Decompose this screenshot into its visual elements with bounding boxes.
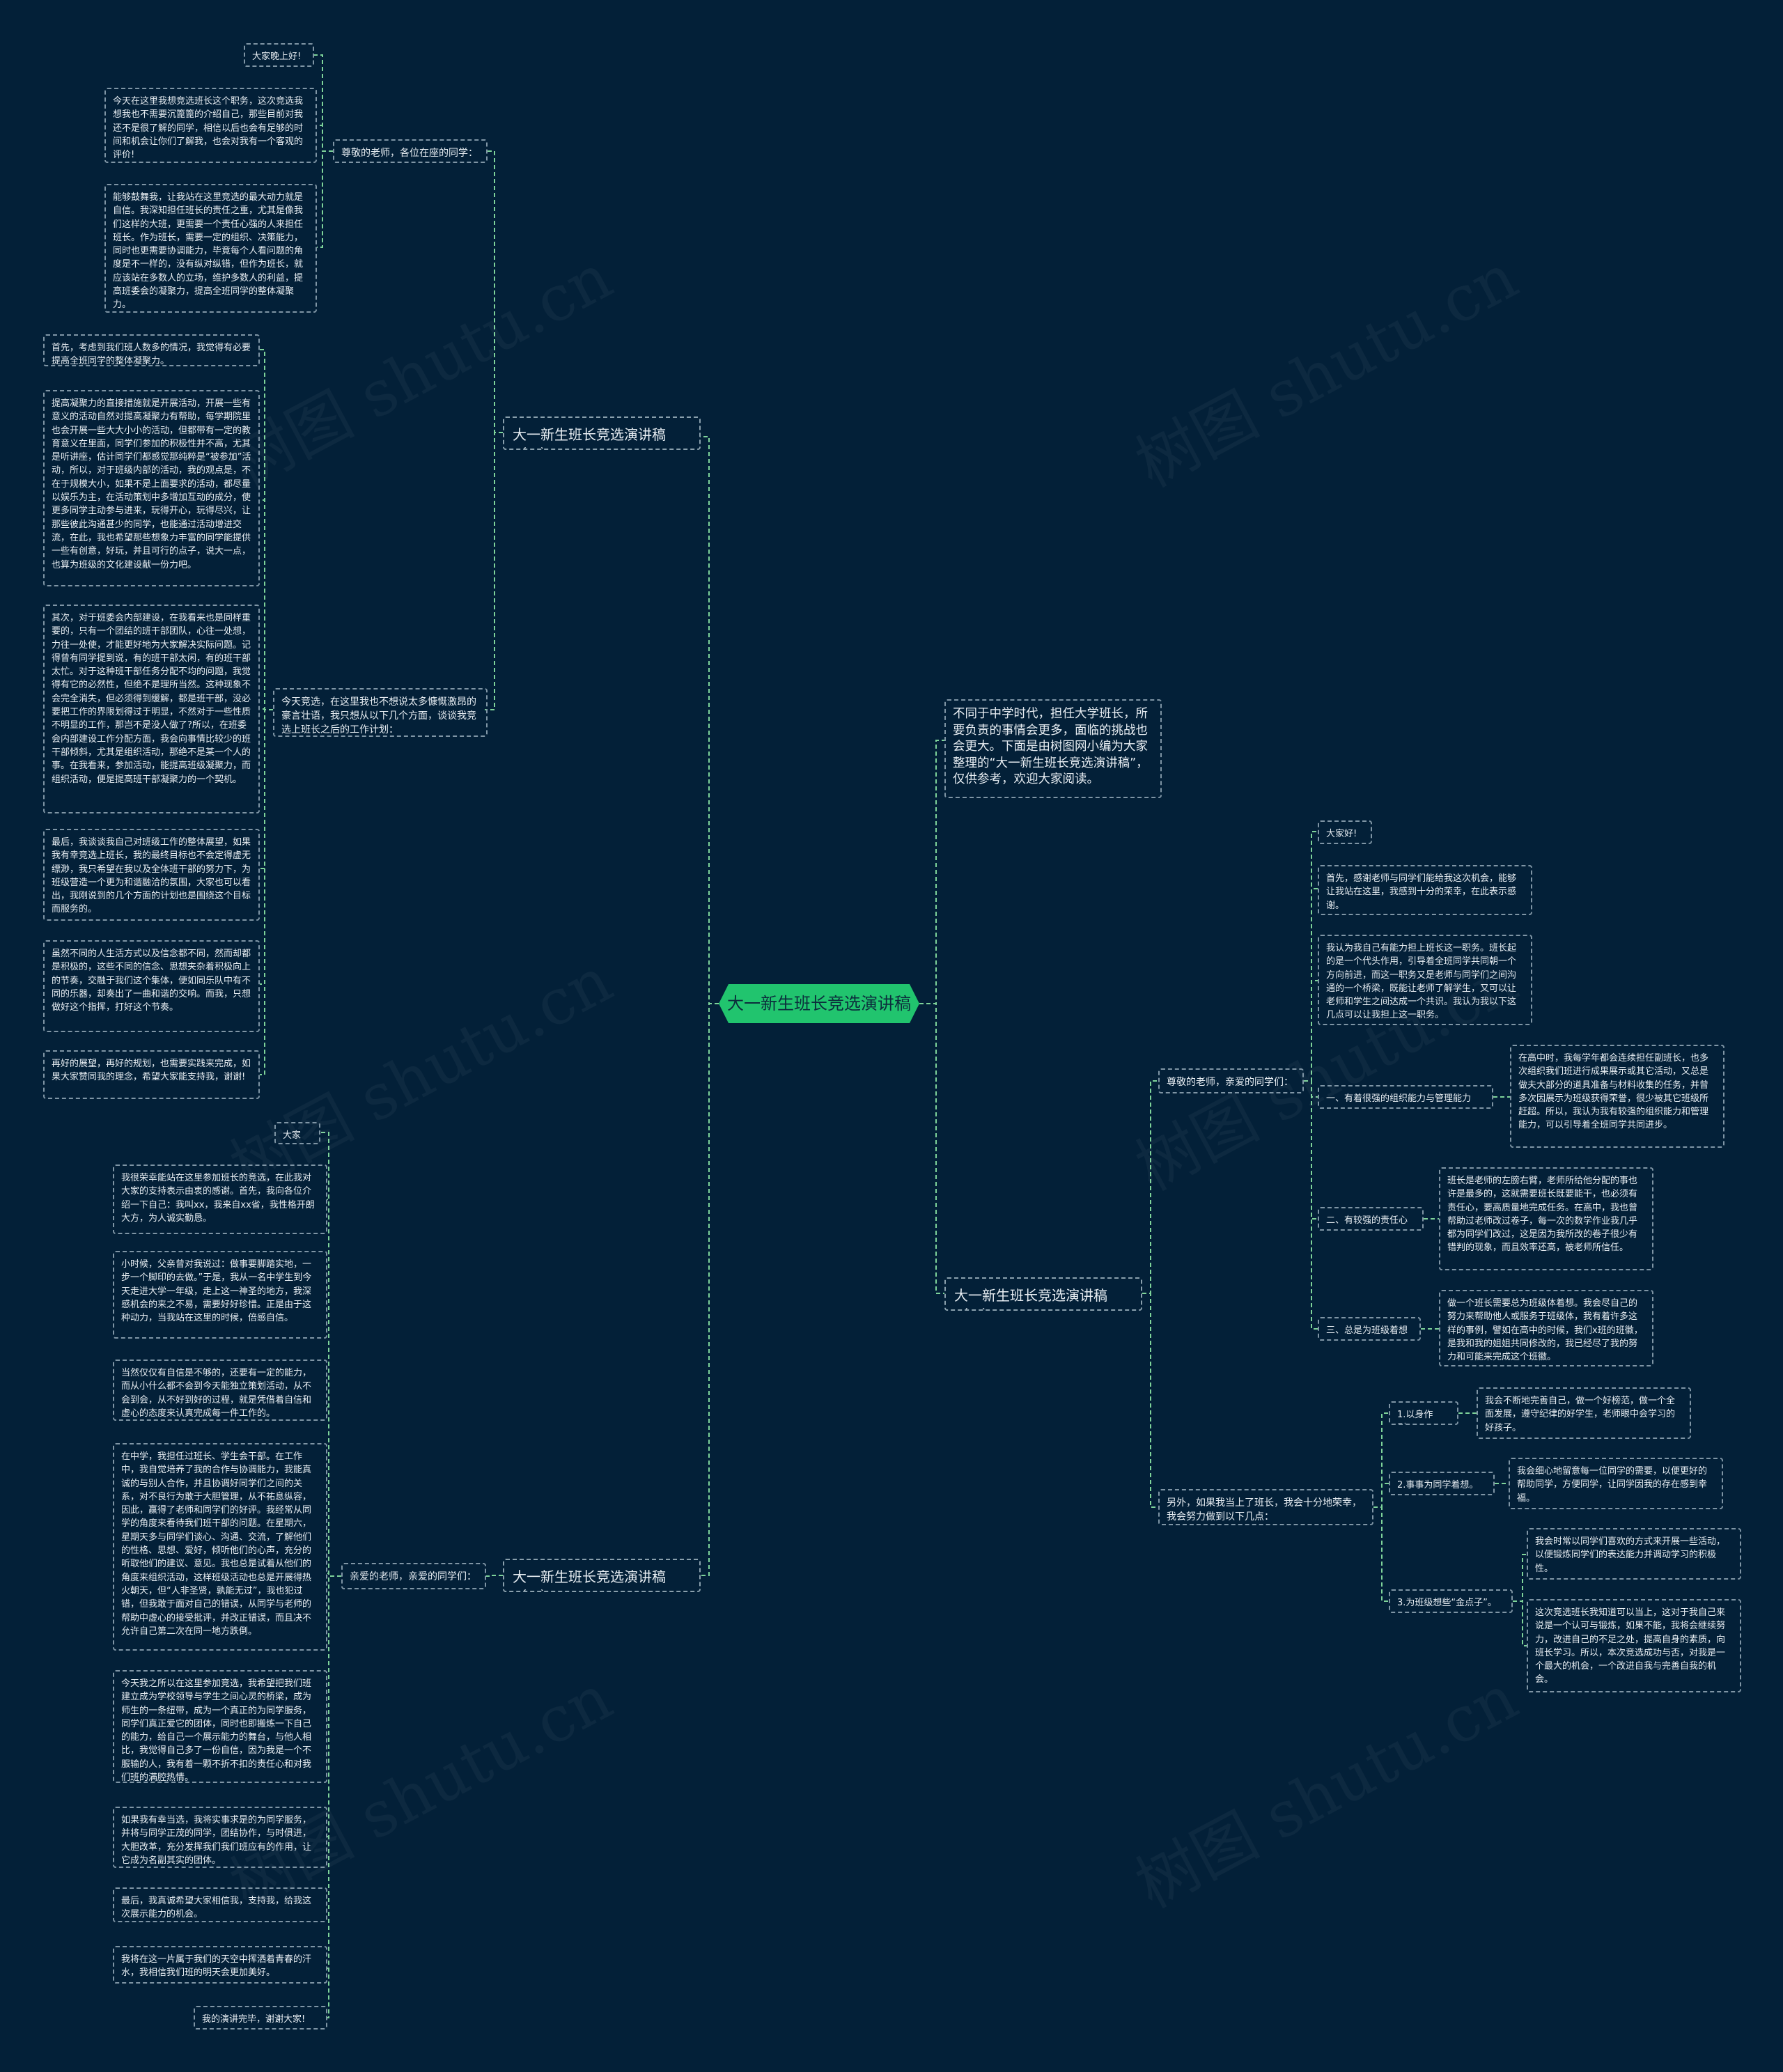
branch-2-paragraph[interactable]: 首先，感谢老师与同学们能给我这次机会，能够让我站在这里，我感到十分的荣幸，在此表… <box>1318 865 1532 915</box>
branch-2-paragraph[interactable]: 我认为我自己有能力担上班长这一职务。班长起的是一个代头作用，引导着全班同学共同朝… <box>1318 935 1532 1025</box>
branch-3-paragraph[interactable]: 在中学，我担任过班长、学生会干部。在工作中，我自觉培养了我的合作与协调能力，我能… <box>113 1443 327 1651</box>
branch-3-paragraph[interactable]: 如果我有幸当选，我将实事求是的为同学服务，并将与同学正茂的同学，团结协作，与时俱… <box>113 1807 327 1868</box>
branch-1-paragraph[interactable]: 首先，考虑到我们班人数多的情况，我觉得有必要提高全班同学的整体凝聚力。 <box>43 334 260 366</box>
branch-2-pledge-2[interactable]: 2.事事为同学着想。 <box>1389 1472 1495 1495</box>
branch-2-pledge-3-text[interactable]: 这次竞选班长我知道可以当上，这对于我自己来说是一个认可与锻炼，如果不能，我将会继… <box>1527 1599 1741 1692</box>
branch-2-point-3-text[interactable]: 做一个班长需要总为班级体着想。我会尽自己的努力来帮助他人或服务于班级体，我有着许… <box>1439 1290 1653 1366</box>
branch-3-salutation[interactable]: 亲爱的老师，亲爱的同学们： <box>341 1563 486 1589</box>
intro-node[interactable]: 不同于中学时代，担任大学班长，所要负责的事情会更多，面临的挑战也会更大。下面是由… <box>944 699 1162 798</box>
branch-3-paragraph[interactable]: 今天我之所以在这里参加竞选，我希望把我们班建立成为学校领导与学生之间心灵的桥梁，… <box>113 1670 327 1783</box>
branch-2-point-1[interactable]: 一、有着很强的组织能力与管理能力 <box>1318 1085 1493 1109</box>
branch-2-pledge-3[interactable]: 3.为班级想些“金点子”。 <box>1389 1589 1513 1613</box>
branch-1-paragraph[interactable]: 提高凝聚力的直接措施就是开展活动，开展一些有意义的活动自然对提高凝聚力有帮助，每… <box>43 390 260 586</box>
branch-2-pledge-2-text[interactable]: 我会细心地留意每一位同学的需要，以便更好的帮助同学，方便同学，让同学因我的存在感… <box>1509 1458 1723 1509</box>
branch-1-title[interactable]: 大一新生班长竞选演讲稿（一） <box>503 416 701 450</box>
branch-2-pledge-1[interactable]: 1.以身作则。 <box>1389 1401 1458 1425</box>
branch-2-pledge-3-text[interactable]: 我会时常以同学们喜欢的方式来开展一些活动，以便锻炼同学们的表达能力并调动学习的积… <box>1527 1528 1741 1580</box>
branch-3-paragraph[interactable]: 当然仅仅有自信是不够的，还要有一定的能力，而从小什么都不会到今天能独立策划活动，… <box>113 1360 327 1421</box>
branch-3-title[interactable]: 大一新生班长竞选演讲稿（三） <box>503 1559 701 1592</box>
branch-1-greeting[interactable]: 大家晚上好! <box>244 43 314 67</box>
branch-3-paragraph[interactable]: 最后，我真诚希望大家相信我，支持我，给我这次展示能力的机会。 <box>113 1887 327 1922</box>
branch-1-paragraph[interactable]: 再好的展望，再好的规划，也需要实践来完成，如果大家赞同我的理念，希望大家能支持我… <box>43 1050 260 1099</box>
branch-2-point-2[interactable]: 二、有较强的责任心 <box>1318 1207 1424 1231</box>
branch-3-greeting[interactable]: 大家好! <box>274 1122 320 1144</box>
branch-1-paragraph[interactable]: 能够鼓舞我，让我站在这里竞选的最大动力就是自信。我深知担任班长的责任之重，尤其是… <box>104 184 317 313</box>
branch-1-paragraph[interactable]: 其次，对于班委会内部建设，在我看来也是同样重要的，只有一个团结的班干部团队，心往… <box>43 605 260 813</box>
branch-2-point-2-text[interactable]: 班长是老师的左膀右臂，老师所给他分配的事也许是最多的，这就需要班长既要能干，也必… <box>1439 1167 1653 1270</box>
branch-2-salutation[interactable]: 尊敬的老师，亲爱的同学们： <box>1158 1068 1304 1093</box>
branch-3-paragraph[interactable]: 小时候，父亲曾对我说过：做事要脚踏实地，一步一个脚印的去做。”于是，我从一名中学… <box>113 1251 327 1339</box>
branch-2-pledge-intro[interactable]: 另外，如果我当上了班长，我会十分地荣幸，我会努力做到以下几点： <box>1158 1489 1373 1525</box>
branch-2-greeting[interactable]: 大家好! <box>1318 820 1372 844</box>
branch-2-point-3[interactable]: 三、总是为班级着想 <box>1318 1317 1421 1341</box>
branch-2-pledge-1-text[interactable]: 我会不断地完善自己，做一个好榜范，做一个全面发展，遵守纪律的好学生，老师眼中会学… <box>1477 1387 1691 1439</box>
branch-3-closing[interactable]: 我的演讲完毕，谢谢大家! <box>194 2006 327 2030</box>
branch-3-paragraph[interactable]: 我很荣幸能站在这里参加班长的竞选，在此我对大家的支持表示由衷的感谢。首先，我向各… <box>113 1164 327 1234</box>
branch-2-point-1-text[interactable]: 在高中时，我每学年都会连续担任副班长，也多次组织我们班进行成果展示或其它活动，又… <box>1510 1045 1724 1148</box>
branch-1-paragraph[interactable]: 最后，我谈谈我自己对班级工作的整体展望，如果我有幸竞选上班长，我的最终目标也不会… <box>43 829 260 921</box>
root-node[interactable]: 大一新生班长竞选演讲稿 <box>719 984 919 1023</box>
branch-1-paragraph[interactable]: 今天在这里我想竞选班长这个职务，这次竞选我想我也不需要沉篦篦的介绍自己，那些目前… <box>104 88 317 163</box>
branch-1-salutation[interactable]: 尊敬的老师，各位在座的同学： <box>333 139 488 163</box>
branch-2-title[interactable]: 大一新生班长竞选演讲稿（二） <box>944 1277 1142 1311</box>
branch-1-plan-intro[interactable]: 今天竞选，在这里我也不想说太多慷慨激昂的豪言壮语，我只想从以下几个方面，谈谈我竞… <box>273 688 488 737</box>
branch-1-paragraph[interactable]: 虽然不同的人生活方式以及信念都不同，然而却都是积极的，这些不同的信念、思想夹杂着… <box>43 940 260 1032</box>
branch-3-paragraph[interactable]: 我将在这一片属于我们的天空中挥洒着青春的汗水，我相信我们班的明天会更加美好。 <box>113 1946 327 1984</box>
